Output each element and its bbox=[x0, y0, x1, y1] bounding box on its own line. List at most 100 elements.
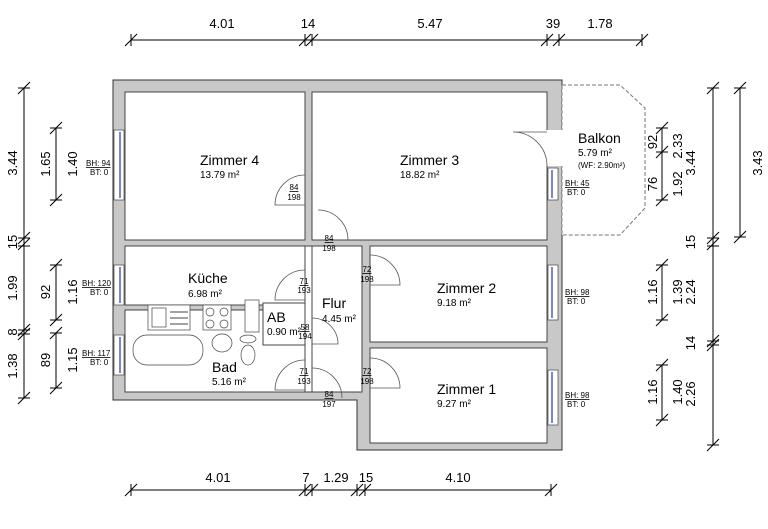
dimension-label: 13.79 m² bbox=[200, 170, 240, 181]
dimension-label: 15 bbox=[359, 470, 373, 485]
dimension-label: 84 bbox=[325, 234, 334, 243]
dimension-label: 193 bbox=[297, 286, 311, 295]
bathtub bbox=[132, 334, 204, 366]
dimension-label: 4.01 bbox=[205, 470, 230, 485]
dimension-label: 2.24 bbox=[683, 279, 698, 304]
dimension-label: 71 bbox=[300, 367, 309, 376]
plan-shape bbox=[311, 367, 343, 399]
dimension-label: 1.15 bbox=[65, 347, 80, 372]
dimension-label: 39 bbox=[546, 16, 560, 31]
plan-shape bbox=[239, 334, 257, 344]
dimension-label: BH: 98 bbox=[565, 391, 590, 400]
plan-shape bbox=[655, 121, 669, 207]
dimension-label: BT: 0 bbox=[567, 297, 586, 306]
plan-shape bbox=[655, 258, 669, 327]
dimension-label: 3.44 bbox=[5, 150, 20, 175]
dimension-left: 3.44 15 1.99 8 1.38 1.65 1.40 92 1.16 89… bbox=[5, 81, 80, 405]
plan-shape bbox=[132, 334, 204, 366]
dimension-label: 5.16 m² bbox=[212, 377, 247, 388]
dimension-label: 58 bbox=[301, 323, 310, 332]
dimension-label: 3.44 bbox=[683, 150, 698, 175]
dimension-label: (WF: 2.90m²) bbox=[578, 161, 625, 170]
dimension-label: 84 bbox=[290, 183, 299, 192]
dimension-label: 1.78 bbox=[587, 16, 612, 31]
dimension-label: BH: 94 bbox=[86, 159, 111, 168]
dimension-label: 7 bbox=[302, 470, 309, 485]
dimension-label: Balkon bbox=[578, 130, 621, 146]
dimension-label: BT: 0 bbox=[90, 288, 109, 297]
dimension-right: 3.44 15 2.24 14 2.26 3.43 92 2.33 76 1.9… bbox=[645, 81, 765, 452]
plan-shape bbox=[124, 33, 649, 47]
plan-shape bbox=[655, 358, 669, 427]
dimension-label: 1.99 bbox=[5, 275, 20, 300]
dimension-label: 5.47 bbox=[417, 16, 442, 31]
dimension-label: 14 bbox=[301, 16, 315, 31]
dimension-label: 194 bbox=[298, 332, 312, 341]
plan-shape bbox=[17, 81, 31, 405]
dimension-label: 4.01 bbox=[209, 16, 234, 31]
plan-shape bbox=[124, 483, 558, 497]
dimension-label: 198 bbox=[360, 377, 374, 386]
dimension-label: 92 bbox=[645, 135, 660, 149]
plan-shape bbox=[706, 81, 720, 452]
dimension-label: 1.40 bbox=[670, 379, 685, 404]
dimension-label: 15 bbox=[683, 235, 698, 249]
dimension-label: 76 bbox=[645, 177, 660, 191]
dimension-label: 84 bbox=[325, 390, 334, 399]
room-abstellraum bbox=[262, 302, 306, 346]
plan-shape bbox=[49, 326, 63, 395]
plan-shape bbox=[274, 174, 306, 206]
room-zimmer-2 bbox=[369, 245, 548, 343]
plan-shape bbox=[274, 359, 306, 391]
dimension-label: Zimmer 4 bbox=[200, 152, 259, 168]
plan-shape bbox=[205, 319, 215, 329]
plan-shape bbox=[369, 254, 401, 286]
dimension-label: 72 bbox=[363, 367, 372, 376]
dimension-label: 193 bbox=[297, 377, 311, 386]
dimension-label: 15 bbox=[5, 235, 20, 249]
dimension-label: BH: 117 bbox=[82, 349, 111, 358]
plan-shape bbox=[219, 307, 229, 317]
dimension-label: 2.33 bbox=[670, 133, 685, 158]
dimension-label: BT: 0 bbox=[90, 358, 109, 367]
dimension-label: 1.40 bbox=[65, 151, 80, 176]
dimension-label: 198 bbox=[322, 244, 336, 253]
door-swings bbox=[274, 131, 548, 399]
dimension-label: 3.43 bbox=[750, 150, 765, 175]
plan-shape bbox=[49, 121, 63, 207]
windows bbox=[113, 129, 559, 426]
dimension-label: 1.16 bbox=[65, 279, 80, 304]
dimension-label: 6.98 m² bbox=[188, 289, 223, 300]
kitchen-counter bbox=[147, 299, 260, 333]
dimension-label: BH: 120 bbox=[82, 279, 111, 288]
plan-shape bbox=[49, 258, 63, 327]
room-zimmer-1 bbox=[369, 347, 548, 444]
dimension-label: Küche bbox=[188, 270, 228, 286]
dimension-label: 1.65 bbox=[38, 151, 53, 176]
dimension-label: 1.29 bbox=[323, 470, 348, 485]
dimension-label: 0.90 m² bbox=[267, 327, 302, 338]
dimension-label: 92 bbox=[38, 285, 53, 299]
dimension-label: 71 bbox=[300, 277, 309, 286]
plan-shape bbox=[205, 307, 215, 317]
dimension-label: 1.16 bbox=[645, 279, 660, 304]
plan-shape bbox=[211, 333, 233, 353]
dimension-label: Bad bbox=[212, 359, 237, 375]
dimension-label: 1.92 bbox=[670, 171, 685, 196]
plan-shape bbox=[304, 245, 313, 393]
dimension-bottom: 4.01 7 1.29 15 4.10 bbox=[124, 470, 558, 497]
dimension-label: AB bbox=[267, 309, 286, 325]
dimension-label: Zimmer 1 bbox=[437, 381, 496, 397]
dimension-label: Zimmer 2 bbox=[437, 280, 496, 296]
plan-shape bbox=[369, 357, 401, 389]
plan-shape bbox=[317, 209, 349, 241]
room-labels: Zimmer 413.79 m² Zimmer 318.82 m² Küche6… bbox=[188, 130, 625, 410]
dimension-label: BH: 98 bbox=[565, 288, 590, 297]
plan-shape bbox=[244, 299, 260, 333]
dimension-label: 198 bbox=[360, 275, 374, 284]
dimension-label: BT: 0 bbox=[90, 168, 109, 177]
plan-shape bbox=[240, 344, 256, 366]
dimension-label: Flur bbox=[322, 295, 346, 311]
